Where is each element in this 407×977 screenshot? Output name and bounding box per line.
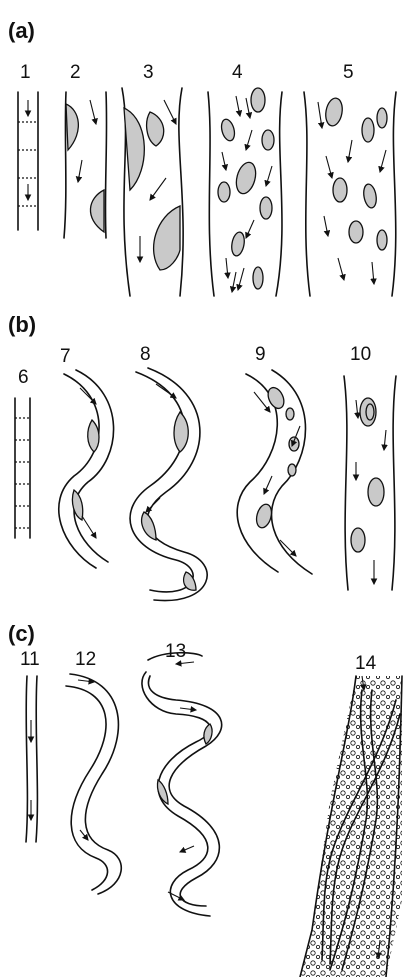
channel-sketch-8: [130, 368, 207, 601]
section-label-a: (a): [8, 18, 35, 43]
channel-sketch-6: [15, 398, 30, 538]
panel-number-14: 14: [355, 653, 377, 674]
section-label-c: (c): [8, 621, 35, 646]
panel-number-4: 4: [232, 62, 243, 83]
channel-sketch-13: [142, 653, 222, 916]
panel-number-7: 7: [60, 346, 71, 367]
panel-number-8: 8: [140, 344, 151, 365]
panel-number-9: 9: [255, 344, 266, 365]
panel-number-10: 10: [350, 344, 371, 365]
panel-number-11: 11: [20, 649, 40, 670]
panel-number-3: 3: [143, 62, 154, 83]
channel-sketch-3: [122, 88, 183, 296]
panel-number-5: 5: [343, 62, 354, 83]
panel-number-13: 13: [165, 641, 186, 662]
channel-sketch-4: [208, 88, 282, 296]
panel-number-1: 1: [20, 62, 31, 83]
channel-sketch-11: [26, 676, 37, 842]
section-label-b: (b): [8, 312, 36, 337]
channel-sketch-12: [66, 674, 121, 894]
channel-sketch-14: [300, 676, 402, 977]
channel-sketch-9: [237, 370, 312, 574]
channel-sketch-2: [64, 92, 107, 238]
channel-sketch-1: [18, 92, 38, 230]
panel-number-12: 12: [75, 649, 96, 670]
panel-number-2: 2: [70, 62, 81, 83]
channel-sketch-5: [304, 92, 396, 296]
channel-sketch-10: [344, 376, 396, 590]
panel-number-6: 6: [18, 367, 29, 388]
channel-sketch-7: [59, 370, 114, 568]
